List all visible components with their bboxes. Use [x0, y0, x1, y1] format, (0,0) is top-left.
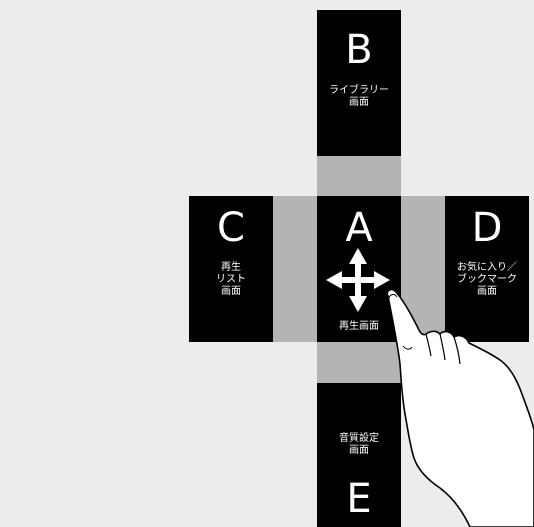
panel-c-letter: C — [189, 208, 273, 248]
panel-a-letter: A — [317, 208, 401, 248]
panel-c-playlist: C 再生 リスト 画面 — [189, 196, 273, 342]
panel-e-sound-settings: 音質設定 画面 E — [317, 383, 401, 527]
panel-b-letter: B — [317, 30, 401, 70]
connector-a-d — [401, 196, 445, 342]
panel-d-favorites: D お気に入り／ ブックマーク 画面 — [445, 196, 529, 342]
panel-a-label: 再生画面 — [317, 321, 401, 333]
panel-c-label: 再生 リスト 画面 — [189, 262, 273, 298]
panel-a-playback: A 再生画面 — [317, 196, 401, 342]
panel-b-library: B ライブラリー 画面 — [317, 10, 401, 156]
panel-d-label: お気に入り／ ブックマーク 画面 — [445, 262, 529, 298]
panel-e-label: 音質設定 画面 — [317, 433, 401, 457]
connector-c-a — [273, 196, 317, 342]
panel-e-letter: E — [317, 479, 401, 519]
panel-d-letter: D — [445, 208, 529, 248]
connector-a-b — [317, 156, 401, 196]
connector-a-e — [317, 342, 401, 383]
panel-b-label: ライブラリー 画面 — [317, 85, 401, 109]
